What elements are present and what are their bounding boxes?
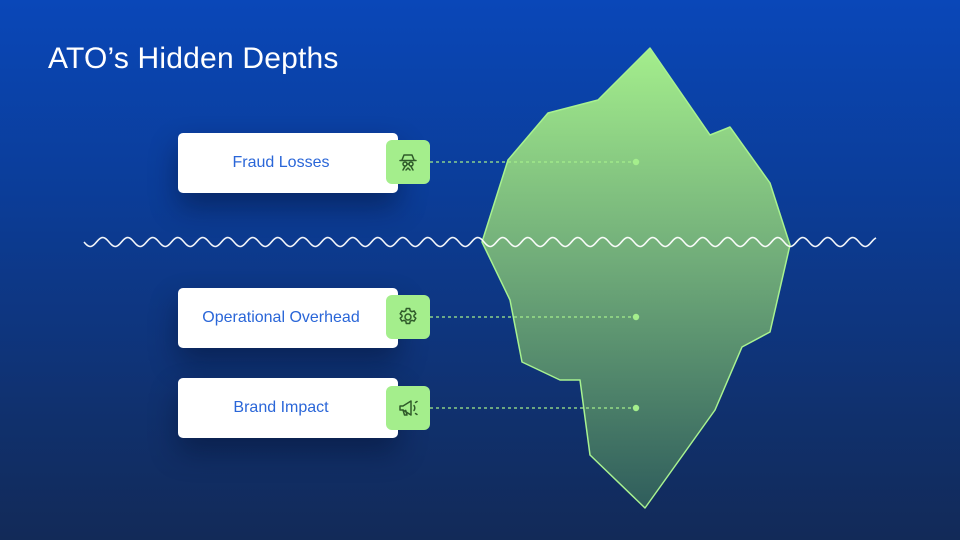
card-operational-overhead: Operational Overhead bbox=[178, 288, 398, 348]
card-label: Fraud Losses bbox=[232, 154, 330, 171]
connector-operational-overhead bbox=[430, 313, 640, 321]
connector-brand-impact bbox=[430, 404, 640, 412]
card-fraud-losses: Fraud Losses bbox=[178, 133, 398, 193]
slide-title: ATO’s Hidden Depths bbox=[48, 42, 339, 75]
iceberg bbox=[481, 47, 791, 509]
card-brand-impact: Brand Impact bbox=[178, 378, 398, 438]
card-label: Operational Overhead bbox=[202, 309, 360, 326]
gear-icon bbox=[386, 295, 430, 339]
megaphone-icon bbox=[386, 386, 430, 430]
connector-fraud-losses bbox=[430, 158, 640, 166]
fraud-spy-icon bbox=[386, 140, 430, 184]
card-label: Brand Impact bbox=[233, 399, 329, 416]
waterline bbox=[83, 236, 877, 248]
